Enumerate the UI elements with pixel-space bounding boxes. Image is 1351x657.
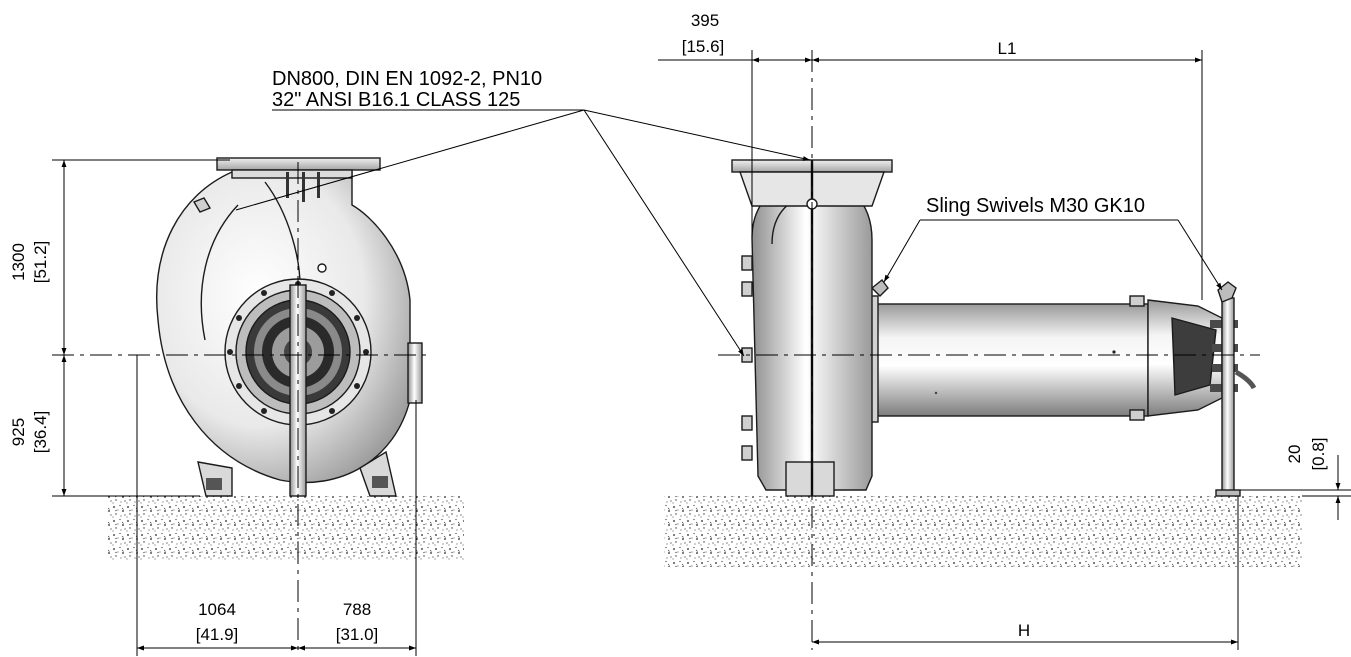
dim-width-right-inch: [31.0] [336,625,379,644]
dim-flange-offset-mm: 395 [691,11,719,30]
ground-right [664,496,1302,567]
dim-height-below-inch: [36.4] [31,411,50,454]
dim-width-left-inch: [41.9] [196,625,239,644]
dim-length-h: H [1018,621,1030,640]
dim-foot-gap-inch: [0.8] [1309,437,1328,470]
pump-front-view [156,157,423,497]
ground-left [108,496,464,560]
dim-foot-gap-mm: 20 [1285,445,1304,464]
dim-width-left-mm: 1064 [198,600,236,619]
dim-length-l1: L1 [998,39,1017,58]
callout-flange-line1: DN800, DIN EN 1092-2, PN10 [272,68,542,90]
dim-height-below-mm: 925 [9,418,28,446]
dim-height-above-mm: 1300 [9,243,28,281]
dim-flange-offset-inch: [15.6] [682,37,725,56]
callout-flange-line2: 32" ANSI B16.1 CLASS 125 [272,89,520,111]
dim-height-above-inch: [51.2] [31,241,50,284]
callout-sling-swivels: Sling Swivels M30 GK10 [926,195,1145,217]
dim-width-right-mm: 788 [343,600,371,619]
